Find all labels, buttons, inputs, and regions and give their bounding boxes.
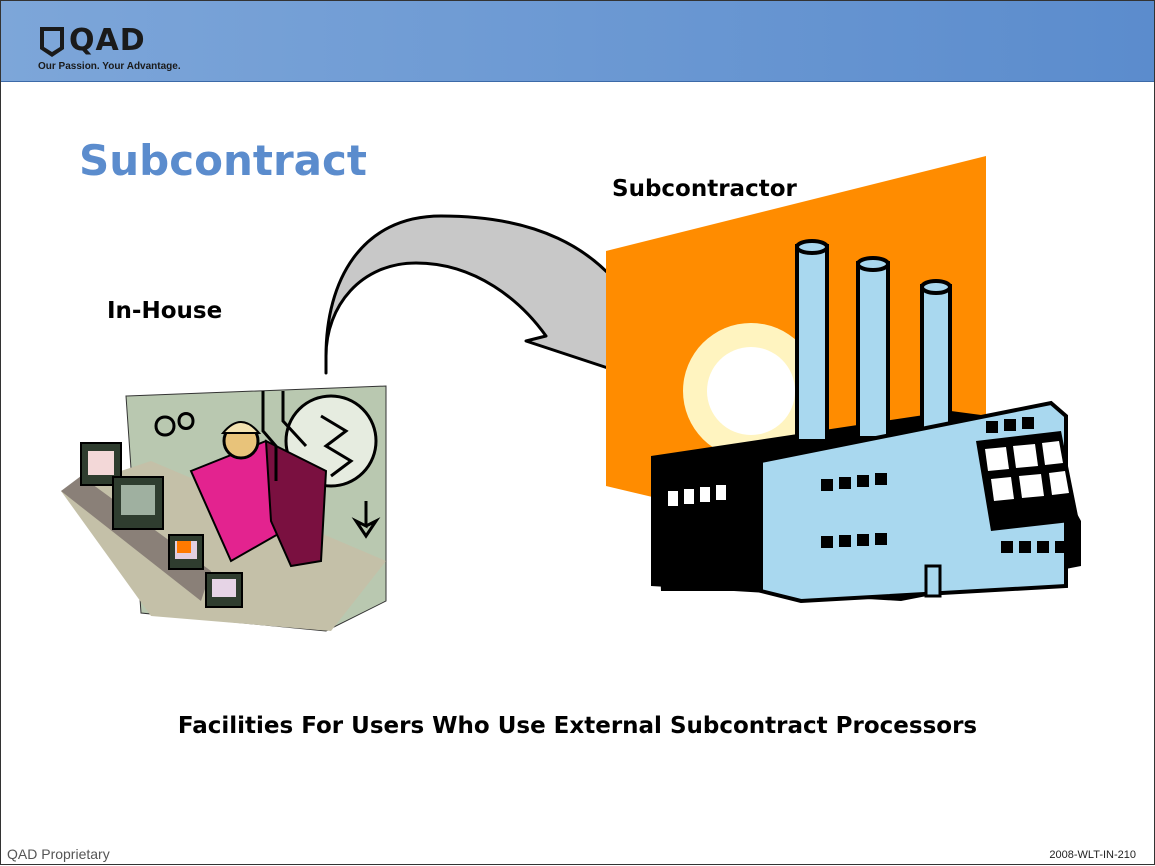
slide-caption: Facilities For Users Who Use External Su… — [177, 713, 978, 739]
in-house-label: In-House — [107, 298, 223, 324]
subcontractor-label: Subcontractor — [612, 176, 797, 202]
header-bar: QAD Our Passion. Your Advantage. — [1, 1, 1154, 82]
factory-clipart-icon — [606, 156, 1081, 604]
footer-doc-id: 2008-WLT-IN-210 — [1049, 849, 1136, 861]
qad-logo: QAD Our Passion. Your Advantage. — [38, 26, 181, 73]
footer-proprietary: QAD Proprietary — [7, 846, 110, 862]
logo-tagline: Our Passion. Your Advantage. — [38, 61, 181, 72]
slide-title: Subcontract — [79, 136, 367, 185]
qad-logo-icon — [40, 27, 64, 57]
worker-clipart-icon — [61, 385, 387, 632]
logo-wordmark: QAD — [69, 23, 146, 58]
